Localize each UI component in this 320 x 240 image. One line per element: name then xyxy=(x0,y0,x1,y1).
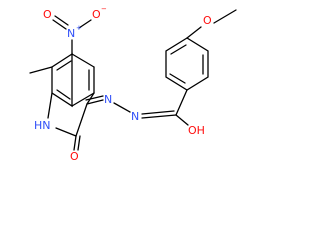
nitro-oxygen-left-label: O xyxy=(43,8,52,21)
molecule-structure-diagram: O O N + O − N N OH HN O xyxy=(29,5,237,163)
ring-nh-label: HN xyxy=(34,119,51,132)
bond-n1-c3-double xyxy=(86,99,104,105)
bond-c2-o-double xyxy=(73,135,77,151)
methoxyphenyl-group xyxy=(165,9,237,116)
bond-n2-n1 xyxy=(113,102,131,113)
bond-nitro-o-left xyxy=(52,19,67,30)
hydrazide-group xyxy=(85,95,189,126)
bond-c3-c2 xyxy=(75,103,88,137)
nitro-nitrogen-charge: + xyxy=(76,24,82,32)
indolinone-core xyxy=(29,39,95,151)
indole-bond-c xyxy=(71,92,95,107)
ring-double-bond-1 xyxy=(170,44,187,55)
bond-nitro-o-right xyxy=(78,19,92,29)
bond-carbon-n2-double xyxy=(141,114,177,119)
nitro-group xyxy=(52,15,92,30)
bond-nitro-o-left-inner xyxy=(54,15,69,26)
bond-n1h-c7a xyxy=(47,92,53,119)
nitro-oxygen-charge: − xyxy=(101,5,107,13)
azo-nitrogen-2-label: N xyxy=(131,110,139,123)
indole-double-3 xyxy=(56,89,71,100)
bond-n1-c3-double-inner xyxy=(85,95,104,101)
bond-c2-n1h xyxy=(55,127,77,137)
bond-methyl-methoxy xyxy=(213,9,237,24)
bond-c3a-c3 xyxy=(86,92,95,105)
bond-carbon-n2-double-inner xyxy=(141,110,175,115)
ring-double-bond-3 xyxy=(169,73,186,84)
carbonyl-oxygen-label: O xyxy=(70,150,79,163)
methoxy-oxygen-label: O xyxy=(203,14,212,27)
bond-c2-o-double-inner xyxy=(77,135,81,151)
indole-bond-a xyxy=(71,53,95,68)
bond-carbon-oh xyxy=(175,114,189,126)
bond-ring-carbonyl-carbon xyxy=(175,89,188,116)
bond-methoxy-ring xyxy=(186,26,202,39)
amide-hydroxyl-label: OH xyxy=(188,124,205,137)
bond-ring-methyl xyxy=(29,66,53,74)
indole-double-1 xyxy=(56,60,72,71)
nitro-oxygen-right-label: O xyxy=(92,8,101,21)
azo-nitrogen-1-label: N xyxy=(104,93,112,106)
nitro-nitrogen-label: N xyxy=(67,27,75,40)
benzene-ring-methoxyphenyl xyxy=(165,37,209,91)
